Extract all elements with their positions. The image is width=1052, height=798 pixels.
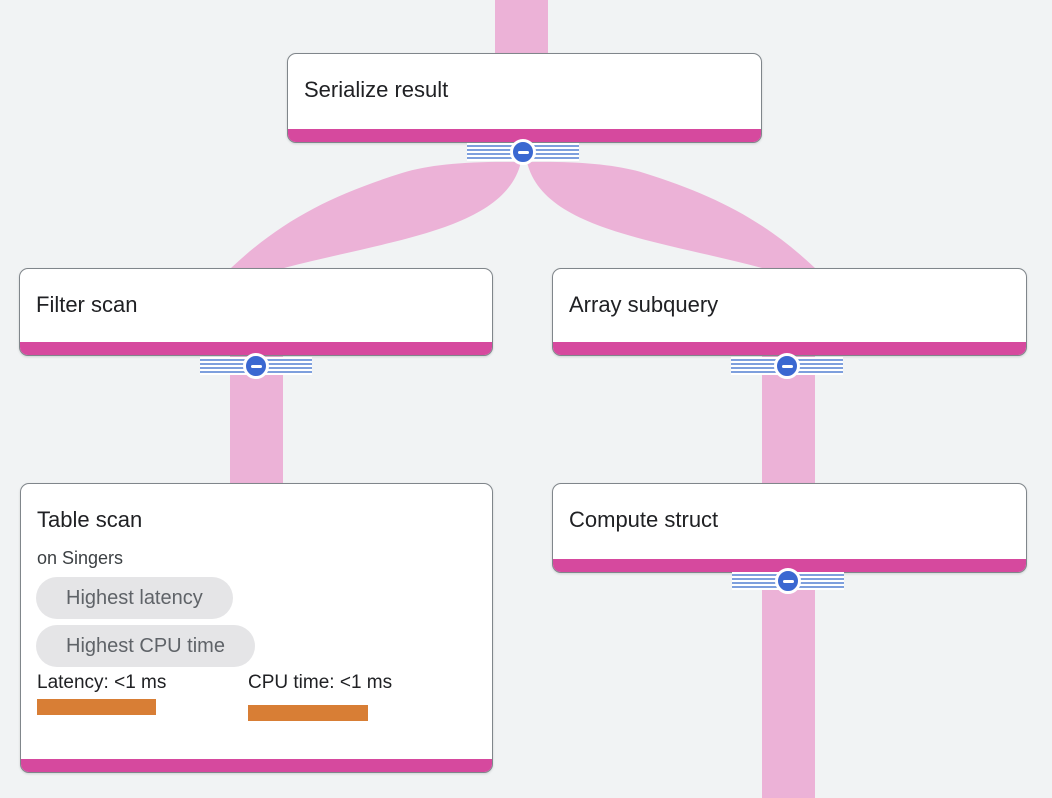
node-accent-bar [21,759,492,772]
node-accent-bar [553,559,1026,572]
node-accent-bar [288,129,761,142]
node-serialize-result[interactable]: Serialize result [287,53,762,143]
node-array-subquery[interactable]: Array subquery [552,268,1027,356]
metric-bar [37,699,156,715]
node-title: Table scan [37,507,143,532]
node-title: Filter scan [36,292,138,317]
minus-icon [510,139,536,165]
node-table-scan[interactable]: Table scan on Singers Highest latency Hi… [20,483,493,773]
node-subtitle: on Singers [37,548,124,568]
node-filter-scan[interactable]: Filter scan [19,268,493,356]
metric-cpu-time: CPU time: <1 ms [248,672,392,721]
badge-highest-cpu-time: Highest CPU time [36,625,255,667]
minus-icon [243,353,269,379]
metric-bar [248,705,368,721]
flow-edge-below-compute-struct [762,572,815,798]
metric-latency: Latency: <1 ms [37,672,166,715]
node-accent-bar [20,342,492,355]
metric-label: Latency: <1 ms [37,672,167,693]
flow-edge-serialize-to-filter-scan [231,161,521,268]
minus-icon [774,353,800,379]
node-accent-bar [553,342,1026,355]
collapse-button-filter-scan[interactable] [200,353,312,379]
node-compute-struct[interactable]: Compute struct [552,483,1027,573]
badge-highest-latency: Highest latency [36,577,233,619]
flow-edge-into-serialize-result [495,0,548,56]
collapse-button-compute-struct[interactable] [732,568,844,594]
metric-label: CPU time: <1 ms [248,672,393,693]
collapse-button-serialize-result[interactable] [467,139,579,165]
flow-edge-serialize-to-array-subquery [527,161,815,268]
collapse-button-array-subquery[interactable] [731,353,843,379]
minus-icon [775,568,801,594]
node-title: Array subquery [569,292,719,317]
node-title: Compute struct [569,507,719,532]
node-title: Serialize result [304,77,449,102]
